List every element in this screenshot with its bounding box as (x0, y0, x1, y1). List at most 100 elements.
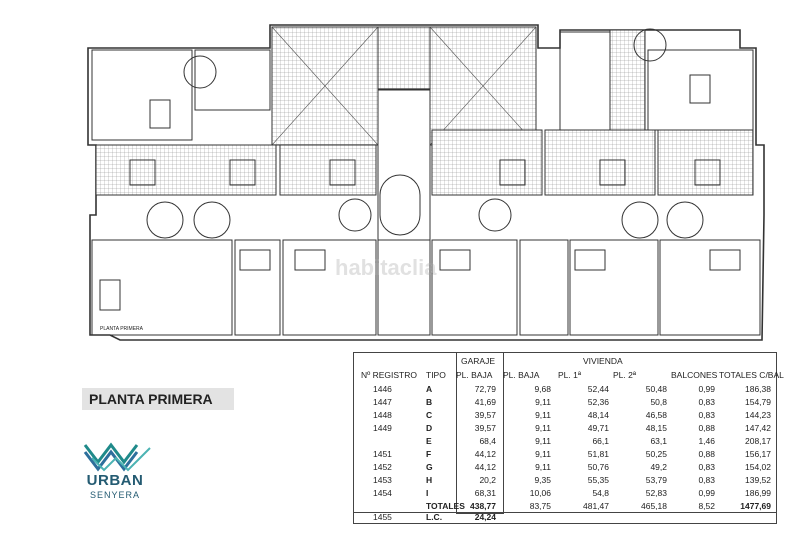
table-cell: F (426, 449, 432, 459)
table-cell: 186,99 (745, 488, 771, 498)
totals-grand: 1477,69 (740, 501, 771, 511)
table-cell: 52,44 (587, 384, 609, 394)
page-title-box: PLANTA PRIMERA (82, 388, 234, 410)
watermark: habitaclia (335, 255, 437, 280)
column-header: PL. 1ª (558, 370, 581, 380)
column-header: Nº REGISTRO (361, 370, 417, 380)
totals-label: TOTALES (426, 501, 465, 511)
table-cell: 186,38 (745, 384, 771, 394)
table-cell: 9,11 (535, 462, 551, 472)
column-header: TIPO (426, 370, 446, 380)
table-cell: 154,02 (745, 462, 771, 472)
lc-row-frame (353, 512, 777, 524)
totals-balcones: 8,52 (698, 501, 715, 511)
table-cell: 1448 (373, 410, 392, 420)
garaje-group-header: GARAJE (461, 356, 496, 366)
lc-label: L.C. (426, 512, 443, 522)
table-cell: I (426, 488, 429, 498)
table-cell: 50,25 (645, 449, 667, 459)
floor-plan-drawing: PLANTA PRIMERA (87, 24, 765, 341)
table-cell: 147,42 (745, 423, 771, 433)
table-cell: 0,99 (698, 384, 715, 394)
table-cell: G (426, 462, 433, 472)
table-cell: 46,58 (645, 410, 667, 420)
column-header: BALCONES (671, 370, 718, 380)
table-cell: 1452 (373, 462, 392, 472)
table-cell: 0,88 (698, 423, 715, 433)
lc-registro: 1455 (373, 512, 392, 522)
table-cell: 49,71 (587, 423, 609, 433)
table-cell: 0,83 (698, 462, 715, 472)
table-cell: 52,83 (645, 488, 667, 498)
table-cell: 50,76 (587, 462, 609, 472)
table-cell: 50,8 (650, 397, 667, 407)
urban-logo-icon (83, 442, 151, 472)
table-cell: 50,48 (645, 384, 667, 394)
table-cell: 44,12 (474, 462, 496, 472)
totals-garaje: 438,77 (470, 501, 496, 511)
table-cell: 1447 (373, 397, 392, 407)
garaje-column-frame (456, 352, 504, 514)
table-cell: 154,79 (745, 397, 771, 407)
table-cell: 44,12 (474, 449, 496, 459)
table-cell: 1454 (373, 488, 392, 498)
table-cell: 41,69 (474, 397, 496, 407)
logo-name: URBAN (86, 472, 144, 489)
table-cell: 208,17 (745, 436, 771, 446)
table-cell: 51,81 (587, 449, 609, 459)
table-cell: 66,1 (592, 436, 609, 446)
table-cell: A (426, 384, 433, 394)
table-cell: E (426, 436, 432, 446)
column-header: PL. 2ª (613, 370, 636, 380)
table-cell: 49,2 (650, 462, 667, 472)
table-cell: 55,35 (587, 475, 609, 485)
table-cell: 0,99 (698, 488, 715, 498)
page-title: PLANTA PRIMERA (89, 391, 213, 407)
column-header: TOTALES C/BAL (719, 370, 784, 380)
table-cell: 1451 (373, 449, 392, 459)
vivienda-group-header: VIVIENDA (583, 356, 623, 366)
totals-pl-1: 481,47 (583, 501, 609, 511)
table-cell: 54,8 (592, 488, 609, 498)
table-cell: B (426, 397, 433, 407)
table-cell: 1446 (373, 384, 392, 394)
table-cell: 9,11 (535, 397, 551, 407)
table-cell: 63,1 (650, 436, 667, 446)
table-cell: 156,17 (745, 449, 771, 459)
table-cell: 20,2 (479, 475, 496, 485)
table-cell: 48,15 (645, 423, 667, 433)
table-cell: 68,31 (474, 488, 496, 498)
surface-table: GARAJE VIVIENDA Nº REGISTRO TIPO PL. BAJA PL.… (353, 352, 784, 524)
logo-subtitle: SENYERA (89, 490, 140, 500)
table-cell: 48,14 (587, 410, 609, 420)
table-cell: 0,88 (698, 449, 715, 459)
totals-pl-2: 465,18 (641, 501, 667, 511)
table-cell: 1449 (373, 423, 392, 433)
table-cell: 53,79 (645, 475, 667, 485)
table-cell: 139,52 (745, 475, 771, 485)
plan-label: PLANTA PRIMERA (100, 326, 144, 332)
table-cell: 9,11 (535, 410, 551, 420)
table-cell: C (426, 410, 433, 420)
table-cell: H (426, 475, 433, 485)
table-cell: 68,4 (479, 436, 496, 446)
totals-pl-baja: 83,75 (529, 501, 551, 511)
table-cell: 52,36 (587, 397, 609, 407)
table-cell: 144,23 (745, 410, 771, 420)
table-cell: 1453 (373, 475, 392, 485)
column-header: PL. BAJA (456, 370, 493, 380)
table-cell: 0,83 (698, 397, 715, 407)
table-cell: 9,35 (534, 475, 551, 485)
table-cell: 72,79 (474, 384, 496, 394)
table-cell: 39,57 (474, 423, 496, 433)
table-cell: D (426, 423, 433, 433)
table-cell: 9,11 (535, 423, 551, 433)
table-cell: 9,11 (535, 449, 551, 459)
table-cell: 0,83 (698, 475, 715, 485)
table-cell: 1,46 (698, 436, 715, 446)
table-cell: 10,06 (529, 488, 551, 498)
lc-value: 24,24 (474, 512, 496, 522)
table-cell: 9,11 (535, 436, 551, 446)
table-cell: 39,57 (474, 410, 496, 420)
table-cell: 0,83 (698, 410, 715, 420)
